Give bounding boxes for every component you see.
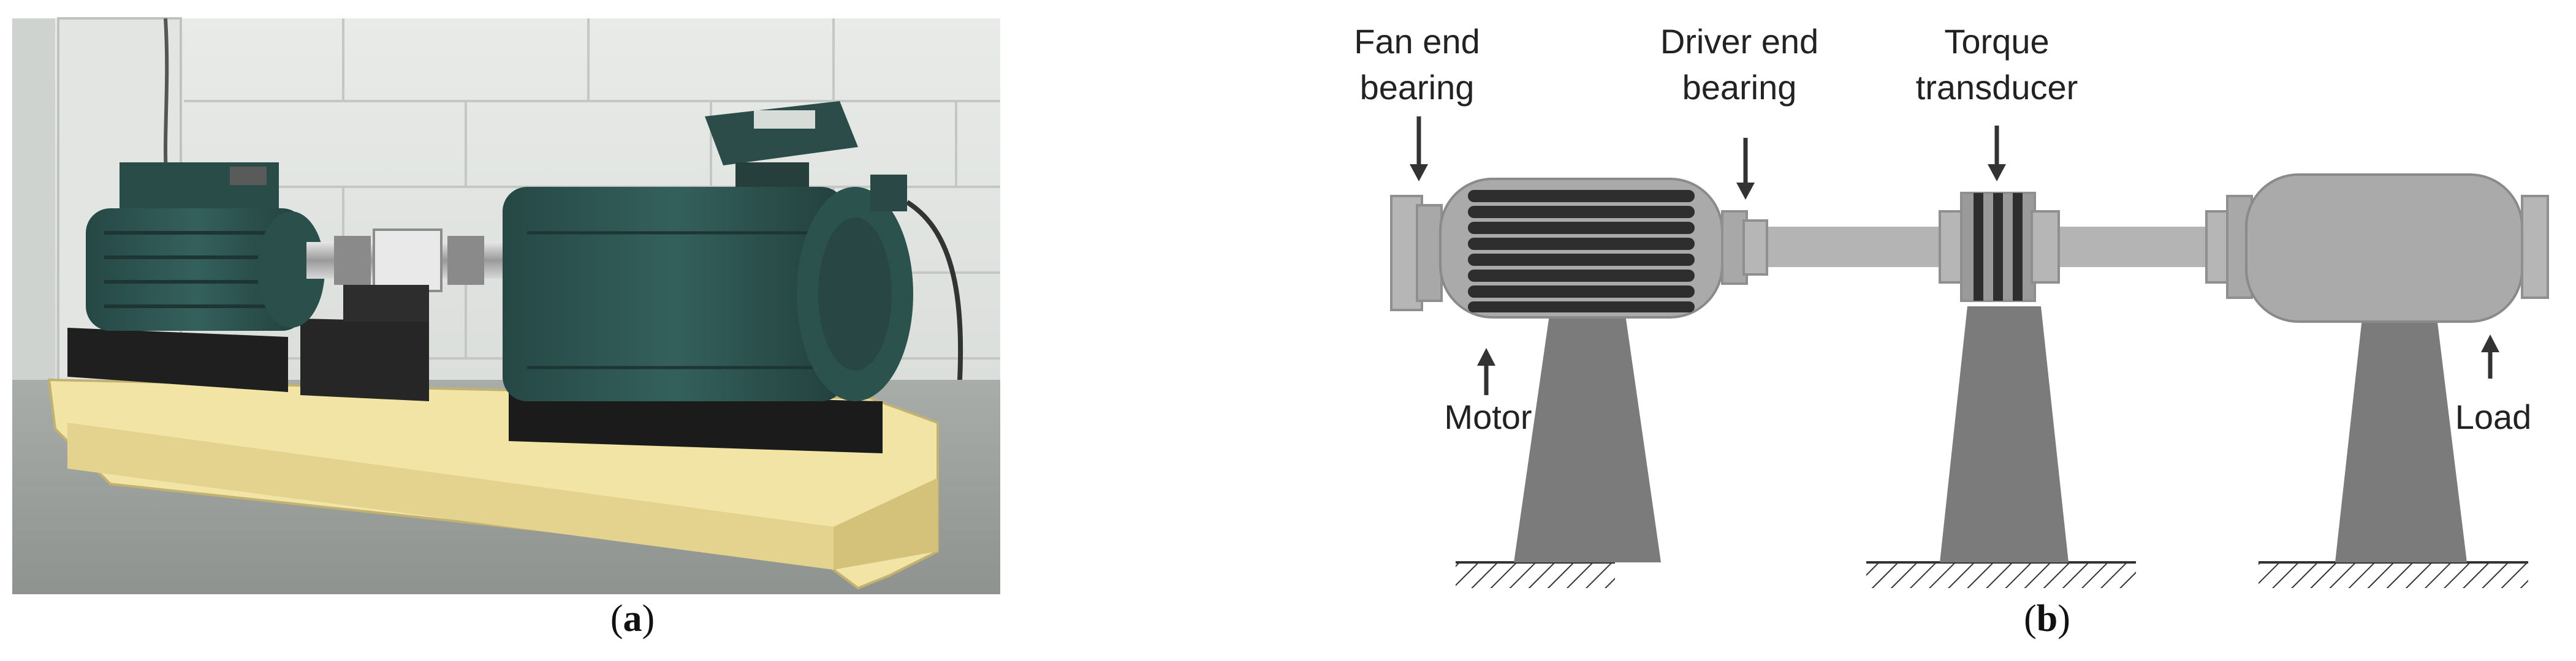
motor-label: Motor <box>1444 398 1532 436</box>
transducer-stripes <box>1974 193 2023 301</box>
photo-torque-transducer <box>373 229 443 292</box>
ground-hatch-load <box>2259 562 2528 588</box>
photo-dyno-label <box>754 110 815 129</box>
caption-b-letter: b <box>2036 598 2058 640</box>
photo-coupling-1 <box>334 236 371 285</box>
fan-end-bearing-label-line1: Fan end <box>1354 22 1480 61</box>
photo-motor-plate <box>67 328 288 392</box>
photo-motor-endcap <box>257 211 325 328</box>
photo-motor <box>86 162 325 331</box>
test-rig-photo <box>12 17 1000 594</box>
fan-end-bearing-inner <box>1416 204 1443 302</box>
photo-motor-body <box>86 208 306 331</box>
motor-arrowhead <box>1477 348 1495 366</box>
caption-a-letter: a <box>623 598 642 640</box>
caption-b: (b) <box>2024 598 2070 640</box>
photo-door-frame <box>12 18 55 447</box>
transducer-flange-right <box>2031 210 2060 284</box>
label-arrows <box>1410 116 2499 395</box>
photo-dyno-top-box <box>705 101 858 165</box>
photo-transducer-plate <box>300 319 429 401</box>
photo-coupling-2 <box>447 236 484 285</box>
torque-transducer-label-line2: transducer <box>1916 68 2078 107</box>
ground-hatches <box>1456 561 2528 588</box>
photo-load-plate <box>509 392 883 453</box>
caption-a: (a) <box>610 598 655 640</box>
motor-cooling-fins <box>1468 190 1695 312</box>
driver-end-bearing-label-line2: bearing <box>1682 68 1797 107</box>
load-body <box>2245 173 2523 323</box>
photo-dyno-blower <box>870 175 907 211</box>
driver-end-bearing-outer <box>1742 219 1768 276</box>
load-arrowhead <box>2481 334 2499 352</box>
torque-transducer-label-line1: Torque <box>1944 22 2049 61</box>
driver-end-arrowhead <box>1736 183 1755 200</box>
ground-hatch-transducer <box>1866 562 2136 588</box>
photo-base-side <box>834 478 938 570</box>
photo-dynamometer <box>503 101 913 401</box>
fan-end-bearing-label-line2: bearing <box>1360 68 1475 107</box>
fan-end-arrowhead <box>1410 164 1428 181</box>
test-rig-schematic: Fan end bearing Driver end bearing Torqu… <box>1354 22 2549 588</box>
photo-dyno-endcap-inner <box>818 217 892 371</box>
load-pedestal <box>2335 312 2467 562</box>
photo-dyno-body <box>503 187 846 401</box>
torque-arrowhead <box>1988 164 2006 181</box>
load-end-cap <box>2521 195 2549 299</box>
load-label: Load <box>2455 398 2532 436</box>
ground-hatch-motor <box>1456 562 1615 588</box>
photo-motor-plate-label <box>230 167 267 185</box>
photo-base-front <box>67 423 834 570</box>
motor-pedestal <box>1514 306 1661 562</box>
transducer-pedestal <box>1940 306 2069 562</box>
photo-transducer-block <box>343 285 429 322</box>
driver-end-bearing-label-line1: Driver end <box>1660 22 1818 61</box>
